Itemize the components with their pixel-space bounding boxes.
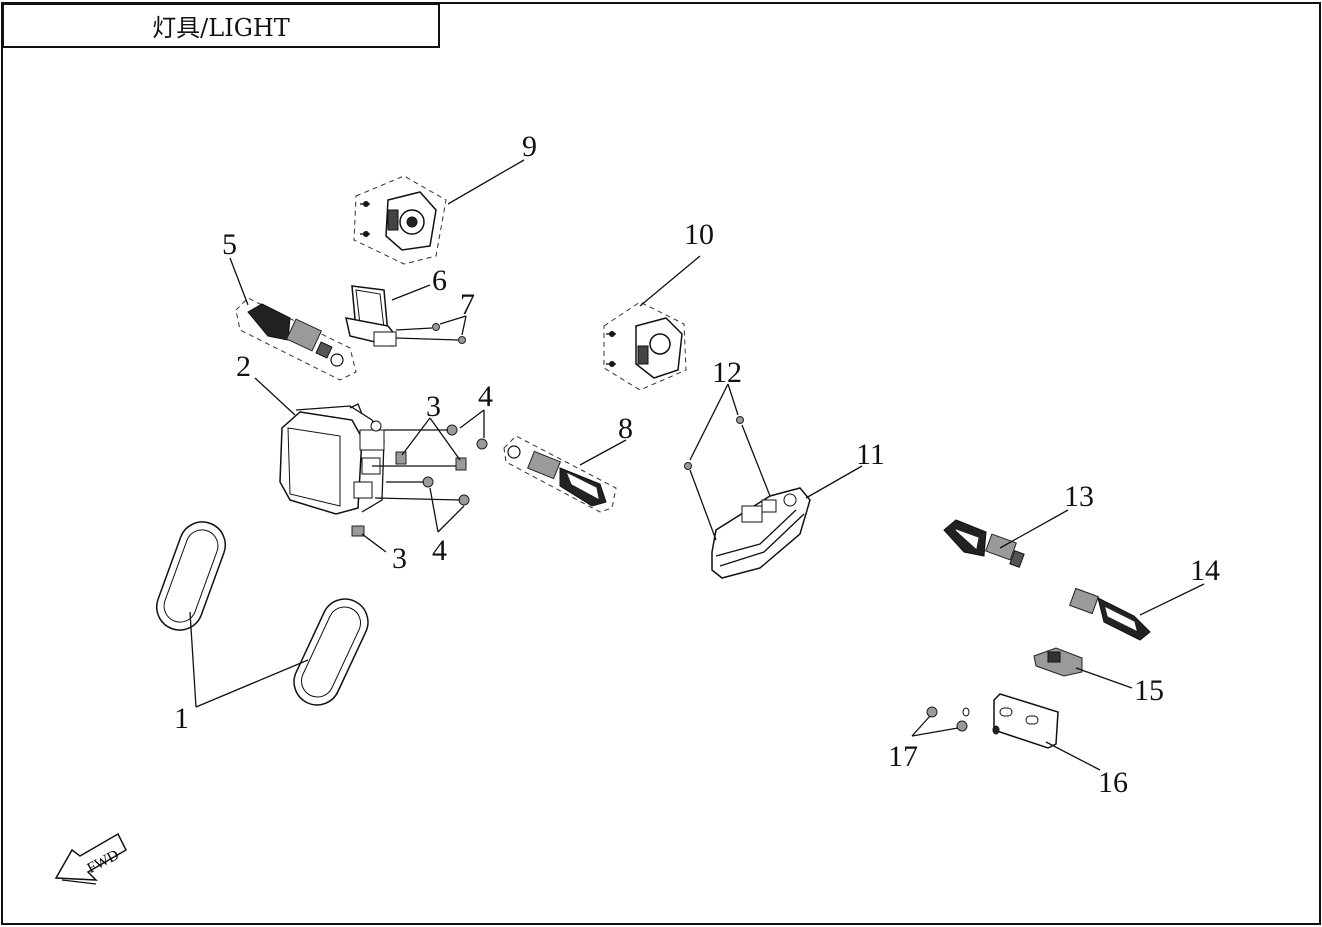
fwd-arrow: FWD [54, 832, 127, 885]
callout-1: 1 [174, 702, 189, 735]
callout-4-bottom: 4 [432, 534, 447, 567]
callout-13: 13 [1064, 480, 1094, 513]
part-9-switch [353, 159, 525, 265]
part-6-holder [345, 284, 467, 347]
callout-11: 11 [856, 438, 885, 471]
callout-10: 10 [684, 218, 714, 251]
callout-8: 8 [618, 412, 633, 445]
part-8-turn-signal [503, 435, 627, 513]
part-14-turn-signal [1069, 583, 1205, 641]
part-1-reflectors [155, 521, 369, 708]
part-11-tail-light [684, 383, 863, 579]
part-15-plate-light [1033, 647, 1133, 689]
part-16-bracket [911, 693, 1101, 771]
part-10-switch [603, 255, 701, 391]
callout-17: 17 [888, 740, 918, 773]
callout-15: 15 [1134, 674, 1164, 707]
part-3-4-fasteners [351, 409, 488, 553]
part-13-turn-signal [943, 509, 1069, 568]
part-2-headlight [254, 377, 385, 515]
callout-14: 14 [1190, 554, 1220, 587]
callout-6: 6 [432, 264, 447, 297]
callout-12: 12 [712, 356, 742, 389]
callout-3-top: 3 [426, 390, 441, 423]
callout-9: 9 [522, 130, 537, 163]
callout-5: 5 [222, 228, 237, 261]
callout-4-top: 4 [478, 380, 493, 413]
callout-16: 16 [1098, 766, 1128, 799]
callout-7: 7 [460, 288, 475, 321]
callout-3-bottom: 3 [392, 542, 407, 575]
diagram-title: 灯具/LIGHT [2, 3, 440, 48]
callout-2: 2 [236, 350, 251, 383]
part-5-turn-signal [229, 257, 357, 381]
